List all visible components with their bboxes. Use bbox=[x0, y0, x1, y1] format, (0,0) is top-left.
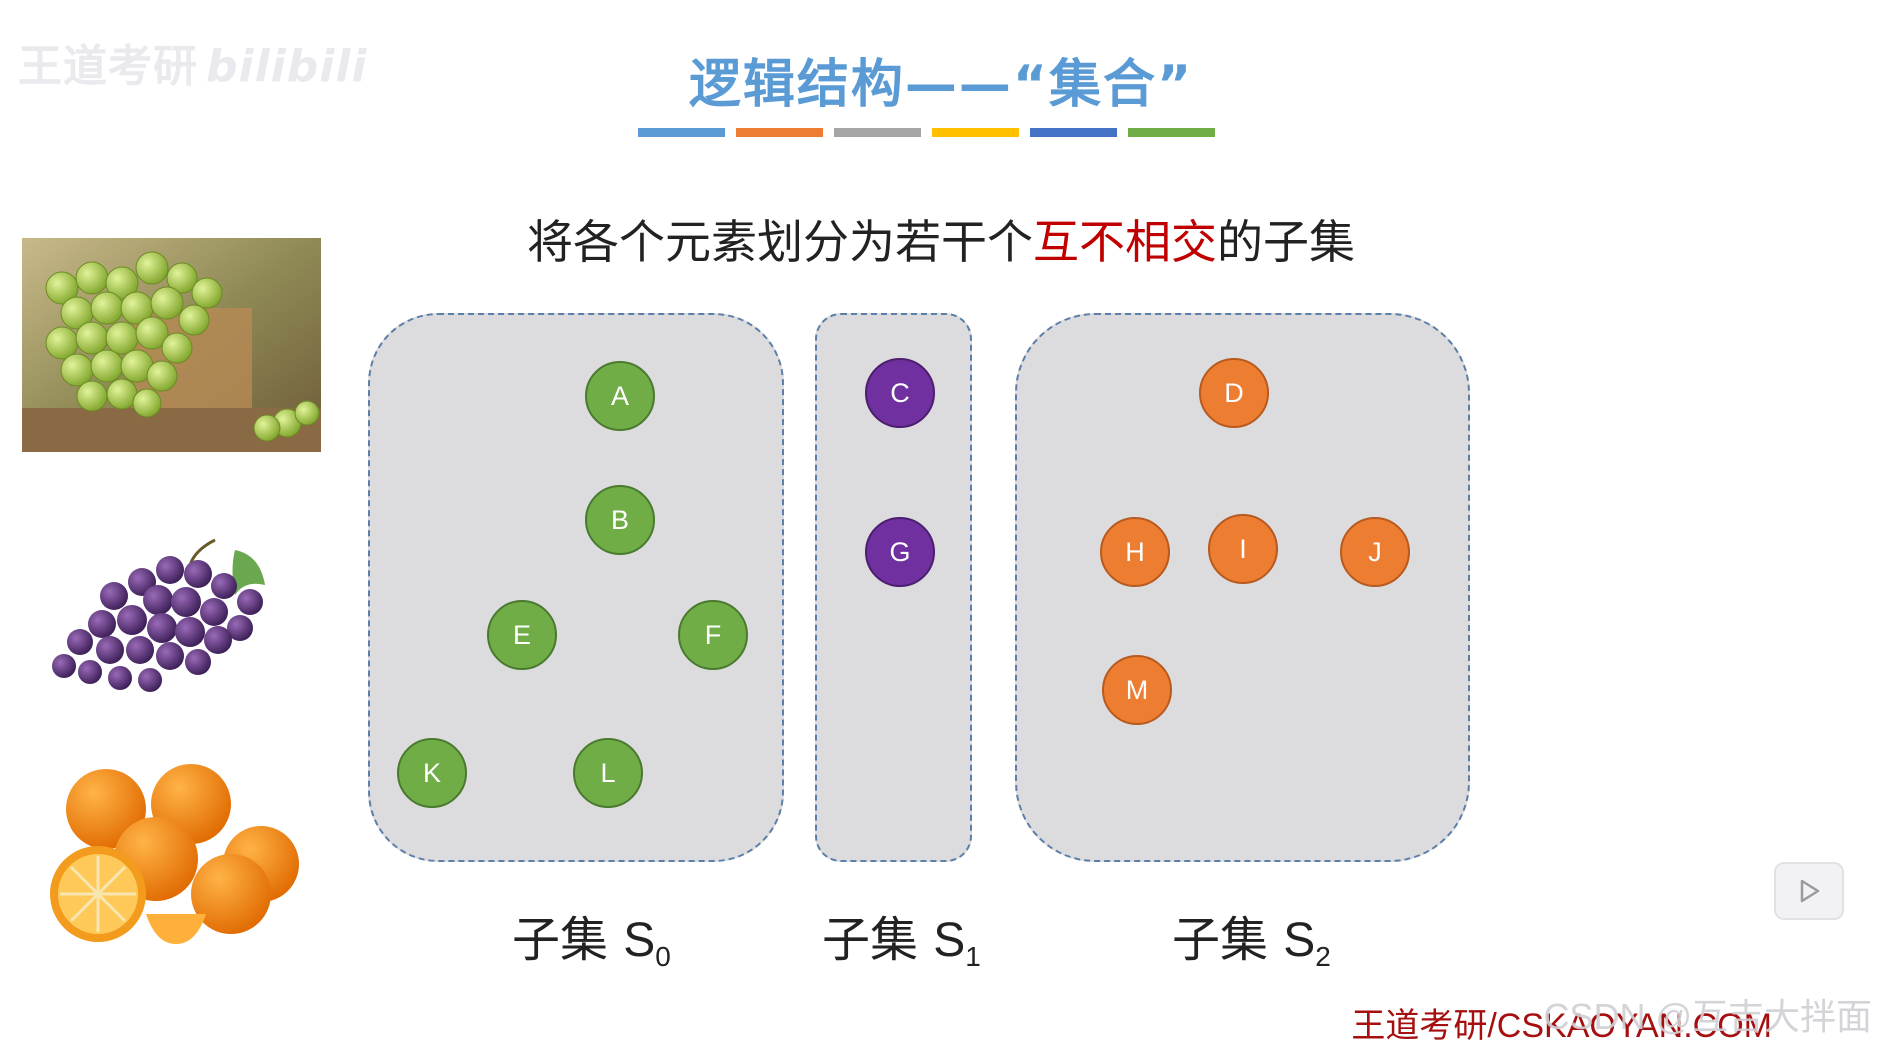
subtitle-highlight: 互不相交 bbox=[1033, 215, 1217, 269]
oranges-image bbox=[50, 764, 299, 944]
subset-s2-label: 子集 S2 bbox=[1172, 900, 1331, 973]
subset-subscript: 0 bbox=[655, 941, 671, 972]
color-segment bbox=[1030, 128, 1117, 137]
subset-s0-label: 子集 S0 bbox=[512, 900, 671, 973]
node-k: K bbox=[397, 738, 467, 808]
color-segment bbox=[1128, 128, 1215, 137]
node-h: H bbox=[1100, 517, 1170, 587]
color-segment bbox=[834, 128, 921, 137]
green-grapes-image bbox=[22, 238, 321, 452]
subset-label-text: 子集 bbox=[822, 912, 934, 968]
node-i: I bbox=[1208, 514, 1278, 584]
watermark-text: 王道考研 bbox=[18, 41, 198, 92]
brand-text: 王道考研/CSKAOYAN.COM bbox=[1351, 1007, 1772, 1045]
subset-s1-label: 子集 S1 bbox=[822, 900, 981, 973]
subtitle-text: 将各个元素划分为若干个 bbox=[527, 215, 1033, 269]
node-m: M bbox=[1102, 655, 1172, 725]
node-f: F bbox=[678, 600, 748, 670]
node-b: B bbox=[585, 485, 655, 555]
color-segment bbox=[638, 128, 725, 137]
subset-subscript: 1 bbox=[965, 941, 981, 972]
node-l: L bbox=[573, 738, 643, 808]
subset-label-text: 子集 bbox=[1172, 912, 1284, 968]
subset-var: S bbox=[1283, 914, 1316, 967]
subset-var: S bbox=[623, 914, 656, 967]
slide-subtitle: 将各个元素划分为若干个互不相交的子集 bbox=[0, 206, 1882, 272]
node-c: C bbox=[865, 358, 935, 428]
subset-var: S bbox=[933, 914, 966, 967]
play-button[interactable] bbox=[1774, 862, 1844, 920]
play-icon bbox=[1800, 879, 1820, 903]
bilibili-logo: bilibili bbox=[206, 41, 368, 92]
color-segment bbox=[932, 128, 1019, 137]
node-d: D bbox=[1199, 358, 1269, 428]
node-a: A bbox=[585, 361, 655, 431]
subset-subscript: 2 bbox=[1315, 941, 1331, 972]
subtitle-text-end: 的子集 bbox=[1217, 215, 1355, 269]
node-j: J bbox=[1340, 517, 1410, 587]
node-e: E bbox=[487, 600, 557, 670]
node-g: G bbox=[865, 517, 935, 587]
purple-grapes-image bbox=[52, 538, 265, 692]
slide-title: 逻辑结构——“集合” bbox=[688, 55, 1194, 115]
csdn-watermark: CSDN @互吉大拌面 bbox=[1543, 996, 1872, 1037]
subset-label-text: 子集 bbox=[512, 912, 624, 968]
color-segment bbox=[736, 128, 823, 137]
color-bar bbox=[638, 128, 1215, 137]
